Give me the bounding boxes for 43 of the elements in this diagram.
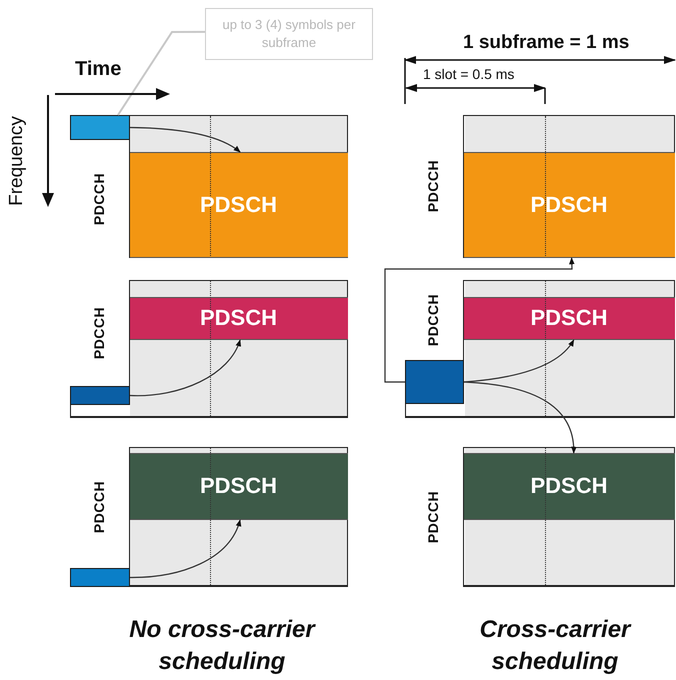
subframe-grid	[70, 447, 348, 587]
channel-label: PDSCH	[200, 305, 277, 331]
channel-label: PDCCH	[91, 306, 107, 359]
data-region	[464, 452, 674, 520]
scheme-title: No cross-carrier scheduling	[128, 615, 317, 677]
control-block	[404, 360, 464, 404]
channel-label: PDSCH	[530, 473, 608, 499]
subframe-grid	[70, 280, 348, 418]
callout-box	[205, 8, 373, 60]
channel-label: PDCCH	[91, 172, 107, 225]
control-block	[70, 114, 130, 140]
channel-label: PDSCH	[200, 473, 277, 499]
scheme-title: Cross-carrier scheduling	[478, 615, 632, 677]
control-block	[70, 386, 130, 404]
channel-label: PDCCH	[426, 293, 442, 346]
arrow	[464, 339, 574, 383]
subframe-grid	[405, 115, 675, 258]
arrow	[464, 381, 576, 454]
axis-label: Frequency	[6, 116, 28, 206]
arrow	[130, 519, 241, 578]
channel-label: PDSCH	[200, 192, 277, 218]
subframe-grid	[70, 115, 348, 258]
channel-label: PDCCH	[426, 490, 442, 543]
data-region	[130, 452, 348, 520]
axis-label: 1 slot = 0.5 ms	[423, 66, 514, 82]
channel-label: PDCCH	[426, 160, 442, 212]
channel-label: PDSCH	[530, 305, 608, 331]
data-region	[464, 152, 674, 258]
data-region	[130, 296, 348, 340]
callout-text: up to 3 (4) symbols per subframe	[222, 16, 356, 52]
subframe-grid	[405, 280, 675, 418]
control-block	[70, 568, 130, 586]
arrow	[130, 126, 241, 152]
subframe-grid	[405, 447, 675, 587]
data-region	[464, 296, 674, 340]
arrow	[384, 257, 575, 383]
arrow	[130, 339, 241, 396]
axis-label: Time	[75, 58, 122, 81]
channel-label: PDCCH	[91, 480, 107, 534]
leader-line	[117, 30, 205, 116]
axis-label: 1 subframe = 1 ms	[463, 32, 630, 54]
data-region	[130, 152, 348, 258]
channel-label: PDSCH	[530, 192, 608, 218]
